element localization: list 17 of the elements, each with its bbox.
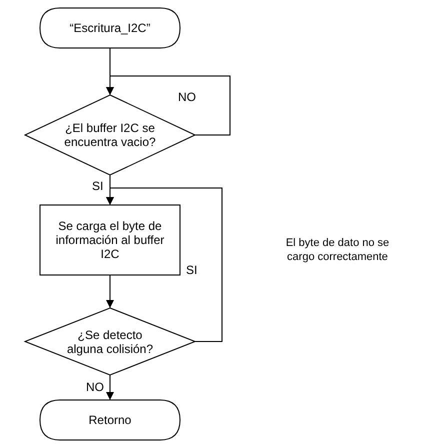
- node-label: “Escritura_I2C”: [70, 21, 150, 35]
- node-label: Se carga el byte de información al buffer I2C: [54, 219, 166, 261]
- edge-label: SI: [92, 179, 104, 193]
- arrow: [106, 76, 230, 136]
- terminal-shape: [40, 400, 180, 440]
- terminal-shape: [40, 8, 180, 48]
- edge-label: NO: [86, 380, 104, 394]
- arrow: [106, 188, 222, 342]
- decision-diamond: [25, 308, 195, 375]
- edge-label: SI: [186, 263, 198, 277]
- arrow: [106, 374, 114, 400]
- node-label: Retorno: [88, 413, 132, 427]
- node-label: ¿Se detecto alguna colisión?: [66, 328, 154, 356]
- edge-label: NO: [178, 90, 196, 104]
- process-box: [40, 205, 180, 275]
- arrow: [106, 274, 114, 308]
- node-label: ¿El buffer I2C se encuentra vacio?: [63, 121, 157, 149]
